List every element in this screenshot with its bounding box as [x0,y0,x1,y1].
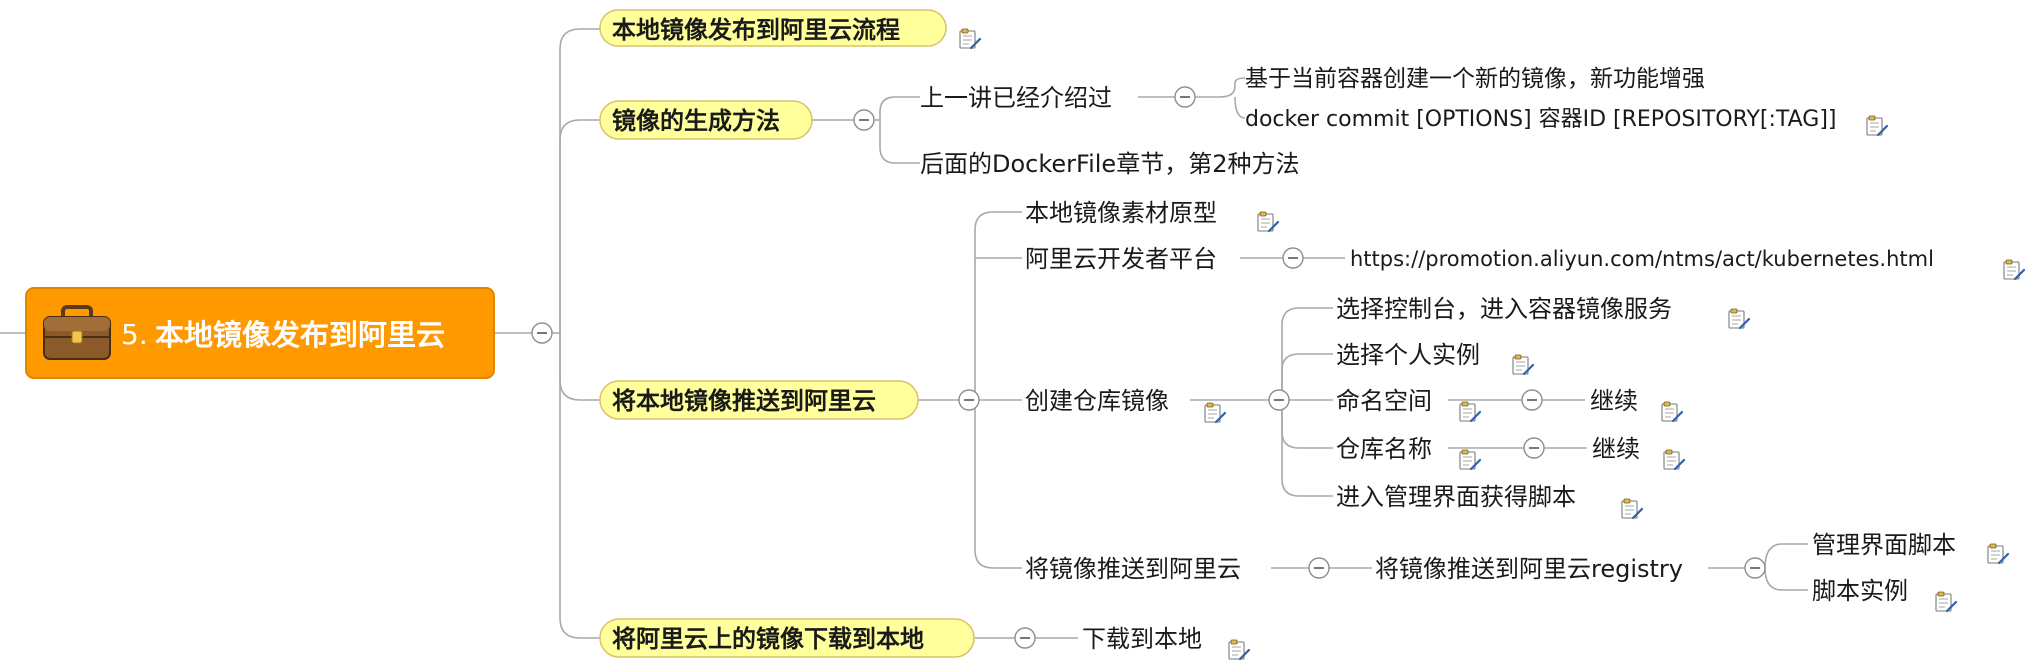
root-number: 5. [121,318,148,351]
root-topic[interactable]: 5. 本地镜像发布到阿里云 [25,287,495,379]
note-icon[interactable] [958,27,982,50]
topic-prev-lecture[interactable]: 上一讲已经介绍过 [920,84,1112,112]
branch-push-to-aliyun[interactable]: 将本地镜像推送到阿里云 [599,380,919,420]
note-icon[interactable] [1660,400,1684,423]
topic-push-image[interactable]: 将镜像推送到阿里云 [1025,555,1241,583]
topic-developer-platform[interactable]: 阿里云开发者平台 [1025,245,1217,273]
note-icon[interactable] [1934,590,1958,613]
leaf-script-example[interactable]: 脚本实例 [1812,577,1908,605]
note-icon[interactable] [1727,307,1751,330]
step-console[interactable]: 选择控制台，进入容器镜像服务 [1336,295,1672,323]
collapse-namespace-icon[interactable] [1521,389,1543,411]
note-icon[interactable] [2002,258,2026,281]
namespace-continue[interactable]: 继续 [1590,387,1638,415]
topic-dockerfile-chapter[interactable]: 后面的DockerFile章节，第2种方法 [920,150,1299,178]
branch-download-to-local[interactable]: 将阿里云上的镜像下载到本地 [599,618,975,658]
note-icon[interactable] [1986,542,2010,565]
step-namespace[interactable]: 命名空间 [1336,387,1432,415]
repo-continue[interactable]: 继续 [1592,435,1640,463]
collapse-push-icon[interactable] [958,389,980,411]
branch-image-generation-label: 镜像的生成方法 [612,107,780,135]
topic-push-registry[interactable]: 将镜像推送到阿里云registry [1375,555,1683,583]
branch-publish-flow[interactable]: 本地镜像发布到阿里云流程 [599,9,947,47]
collapse-root-icon[interactable] [531,322,553,344]
collapse-create-repo-icon[interactable] [1268,389,1290,411]
note-icon[interactable] [1458,448,1482,471]
topic-download-local[interactable]: 下载到本地 [1082,625,1202,653]
detail-commit-desc[interactable]: 基于当前容器创建一个新的镜像，新功能增强 [1245,66,1705,92]
platform-url[interactable]: https://promotion.aliyun.com/ntms/act/ku… [1350,247,1934,271]
collapse-download-icon[interactable] [1014,627,1036,649]
connectors [0,28,1808,639]
branch-image-generation[interactable]: 镜像的生成方法 [599,100,813,140]
leaf-admin-script[interactable]: 管理界面脚本 [1812,531,1956,559]
detail-commit-command[interactable]: docker commit [OPTIONS] 容器ID [REPOSITORY… [1245,107,1837,132]
note-icon[interactable] [1227,638,1251,661]
collapse-generation-icon[interactable] [853,109,875,131]
step-instance[interactable]: 选择个人实例 [1336,341,1480,369]
topic-create-repo[interactable]: 创建仓库镜像 [1025,387,1169,415]
topic-image-prototype[interactable]: 本地镜像素材原型 [1025,199,1217,227]
note-icon[interactable] [1511,353,1535,376]
briefcase-icon [43,305,111,360]
note-icon[interactable] [1620,497,1644,520]
branch-push-to-aliyun-label: 将本地镜像推送到阿里云 [612,387,876,415]
note-icon[interactable] [1865,114,1889,137]
note-icon[interactable] [1662,448,1686,471]
collapse-repo-name-icon[interactable] [1523,437,1545,459]
branch-publish-flow-label: 本地镜像发布到阿里云流程 [612,16,900,44]
note-icon[interactable] [1256,210,1280,233]
step-repo-name[interactable]: 仓库名称 [1336,435,1432,463]
collapse-platform-icon[interactable] [1282,247,1304,269]
collapse-prev-lecture-icon[interactable] [1174,86,1196,108]
step-get-script[interactable]: 进入管理界面获得脚本 [1336,483,1576,511]
root-title: 本地镜像发布到阿里云 [155,318,445,352]
collapse-push-image-icon[interactable] [1308,557,1330,579]
note-icon[interactable] [1458,400,1482,423]
branch-download-to-local-label: 将阿里云上的镜像下载到本地 [612,625,924,653]
note-icon[interactable] [1203,401,1227,424]
collapse-push-registry-icon[interactable] [1744,557,1766,579]
